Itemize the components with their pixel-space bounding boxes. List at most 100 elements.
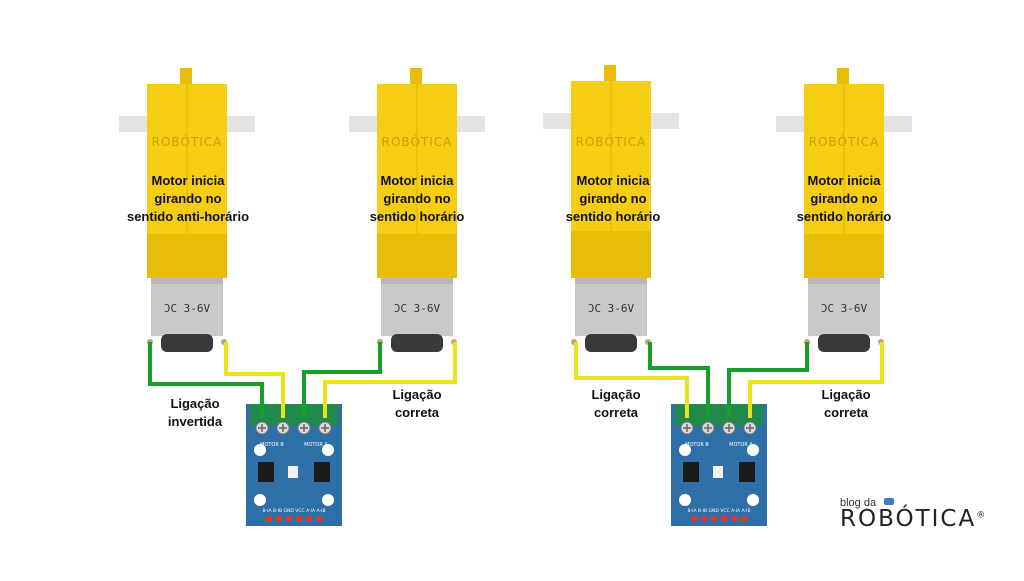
header-pin <box>731 516 737 522</box>
motor-brand-text: ROBÓTICA <box>576 134 647 149</box>
logo-brand: ROBÓTICA <box>840 506 977 532</box>
terminal-block <box>675 404 763 426</box>
motor-2-label: Motor inicia girando no sentido horário <box>342 172 492 226</box>
pin-labels: B-IA B-IB GND VCC A-IA A-IB <box>687 508 750 514</box>
mounting-hole <box>254 494 266 506</box>
motor-case-text: ƆC 3-6V <box>394 302 441 315</box>
motor-case-text: ƆC 3-6V <box>821 302 868 315</box>
motor-shaft <box>837 68 849 88</box>
connection-1-line2: invertida <box>167 414 223 429</box>
motor-2-label-line2: girando no <box>383 191 451 206</box>
header-pin <box>316 516 322 522</box>
smd-component <box>288 466 298 478</box>
mounting-hole <box>679 494 691 506</box>
motor-can-rim <box>575 278 647 284</box>
header-pin <box>721 516 727 522</box>
motor-4-label-line2: girando no <box>810 191 878 206</box>
motor-4-label-line1: Motor inicia <box>807 173 881 188</box>
connection-1-label: Ligação invertida <box>150 395 240 431</box>
mounting-hole <box>322 444 334 456</box>
mounting-hole <box>747 444 759 456</box>
motor-shaft <box>604 65 616 85</box>
logo-small-text: blog da <box>840 497 877 509</box>
header-pin <box>701 516 707 522</box>
header-pin <box>276 516 282 522</box>
wire-motor2-yellow <box>323 342 457 418</box>
motor-3-label-line3: sentido horário <box>565 209 661 224</box>
driver-board-2: MOTOR B MOTOR A B-IA B-IB GND VCC A-IA A-I… <box>671 404 767 526</box>
motor-2: ROBÓTICA ƆC 3-6V <box>349 68 485 352</box>
motor-2-label-line3: sentido horário <box>369 209 465 224</box>
logo-registered-mark: ® <box>976 510 988 521</box>
motor-1-label-line2: girando no <box>154 191 222 206</box>
motor-b-label: MOTOR B <box>260 442 284 448</box>
motor-2-label-line1: Motor inicia <box>380 173 454 188</box>
motor-case-text: ƆC 3-6V <box>588 302 635 315</box>
motor-endcap <box>585 334 637 352</box>
motor-can <box>808 278 880 336</box>
wire-motor2-green <box>302 342 382 418</box>
blog-da-robotica-logo: blog da ROBÓTICA® <box>840 497 985 537</box>
motor-4: ROBÓTICA ƆC 3-6V <box>776 68 912 352</box>
motor-1-label: Motor inicia girando no sentido anti-hor… <box>113 172 263 226</box>
motor-gearbox-lower <box>804 234 884 278</box>
wire-motor1-green <box>148 342 264 418</box>
motor-3-label-line2: girando no <box>579 191 647 206</box>
motor-4-label-line3: sentido horário <box>796 209 892 224</box>
header-pin <box>741 516 747 522</box>
motor-gearbox-lower <box>571 231 651 278</box>
motor-3: ROBÓTICA ƆC 3-6V <box>543 65 679 352</box>
wire-motor4-yellow <box>748 342 884 418</box>
motor-gearbox-lower <box>147 234 227 278</box>
header-pin <box>286 516 292 522</box>
logo-big-text: ROBÓTICA® <box>840 506 987 532</box>
motor-can-rim <box>381 278 453 284</box>
wire-motor3-green <box>648 342 710 418</box>
connection-2-line1: Ligação <box>392 387 442 402</box>
motor-3-label: Motor inicia girando no sentido horário <box>538 172 688 226</box>
connection-3-line2: correta <box>593 405 639 420</box>
motor-can <box>151 278 223 336</box>
motor-4-label: Motor inicia girando no sentido horário <box>769 172 919 226</box>
motor-endcap <box>818 334 870 352</box>
motor-can-rim <box>808 278 880 284</box>
motor-can-rim <box>151 278 223 284</box>
connection-1-line1: Ligação <box>170 396 220 411</box>
driver-chip-left <box>683 462 699 482</box>
pin-labels: B-IA B-IB GND VCC A-IA A-IB <box>262 508 325 514</box>
connection-4-line2: correta <box>823 405 869 420</box>
wire-motor3-yellow <box>574 342 689 418</box>
motor-endcap <box>391 334 443 352</box>
smd-component <box>713 466 723 478</box>
motor-shaft <box>410 68 422 88</box>
logo-badge-icon <box>884 498 894 505</box>
connection-3-line1: Ligação <box>591 387 641 402</box>
header-pin <box>266 516 272 522</box>
motor-brand-text: ROBÓTICA <box>382 134 453 149</box>
driver-chip-right <box>314 462 330 482</box>
motor-shaft <box>180 68 192 88</box>
header-pin <box>711 516 717 522</box>
header-pin <box>306 516 312 522</box>
motor-can <box>575 278 647 336</box>
connection-4-label: Ligação correta <box>801 386 891 422</box>
header-pin <box>296 516 302 522</box>
motor-b-label: MOTOR B <box>685 442 709 448</box>
motor-1-label-line1: Motor inicia <box>151 173 225 188</box>
motor-a-label: MOTOR A <box>729 442 753 448</box>
driver-chip-right <box>739 462 755 482</box>
wire-motor4-green <box>727 342 809 418</box>
motor-endcap <box>161 334 213 352</box>
motor-case-text: ƆC 3-6V <box>164 302 211 315</box>
driver-chip-left <box>258 462 274 482</box>
terminal-block <box>250 404 338 426</box>
wire-motor1-yellow <box>224 342 285 418</box>
motor-brand-text: ROBÓTICA <box>809 134 880 149</box>
motor-gearbox-lower <box>377 234 457 278</box>
motor-3-label-line1: Motor inicia <box>576 173 650 188</box>
motor-can <box>381 278 453 336</box>
mounting-hole <box>254 444 266 456</box>
